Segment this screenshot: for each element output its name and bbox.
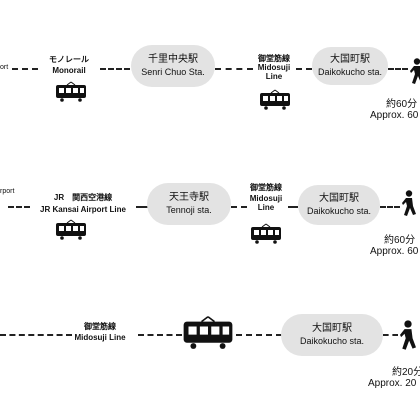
station-name-en: Senri Chuo Sta.	[141, 66, 205, 77]
walk-time-jp: 約60分	[384, 235, 416, 246]
destination-pill: 大国町駅 Daikokucho sta.	[312, 47, 388, 85]
station-name-jp: 天王寺駅	[169, 192, 209, 204]
station-pill: 天王寺駅 Tennoji sta.	[147, 183, 231, 225]
destination-name-en: Daikokucho sta.	[317, 66, 383, 77]
line-label-en: JR Kansai Airport Line	[40, 205, 126, 214]
walking-person-icon	[400, 320, 416, 350]
walk-time-jp: 約20分	[392, 367, 420, 378]
train-icon	[56, 219, 86, 240]
destination-name-en: Daikokucho sta.	[306, 205, 372, 216]
route-line-segment	[215, 68, 253, 70]
train-icon	[183, 316, 233, 349]
route-line-segment	[288, 206, 298, 208]
line-label-jp: JR 関西空港線	[53, 193, 113, 202]
subway-label-jp: 御堂筋線	[250, 183, 282, 192]
route-line-segment	[388, 68, 408, 70]
walking-person-icon	[410, 58, 420, 84]
station-name-jp: 千里中央駅	[148, 54, 198, 66]
route-line-segment	[8, 206, 30, 208]
subway-label-en: Midosuji Line	[249, 194, 283, 213]
walk-time-jp: 約60分	[386, 99, 418, 110]
subway-label-jp: 御堂筋線	[258, 54, 290, 63]
line-label-en: Midosuji Line	[74, 333, 126, 342]
walking-person-icon	[402, 190, 416, 216]
route-line-segment	[100, 68, 130, 70]
station-name-en: Tennoji sta.	[166, 204, 212, 215]
route-line-segment	[12, 68, 38, 70]
subway-label-en: Midosuji Line	[257, 63, 291, 82]
route-line-segment	[136, 206, 148, 208]
destination-name-en: Daikokucho sta.	[299, 335, 365, 346]
route-line-segment	[138, 334, 182, 336]
route-line-segment	[231, 206, 247, 208]
station-pill: 千里中央駅 Senri Chuo Sta.	[131, 45, 215, 87]
left-fragment-text: rport	[0, 188, 15, 195]
destination-name-jp: 大国町駅	[330, 54, 370, 66]
line-label-en: Monorail	[52, 66, 86, 75]
walk-time-en: Approx. 60	[370, 110, 419, 121]
route-line-segment	[380, 206, 400, 208]
train-icon	[56, 81, 86, 102]
train-icon	[251, 223, 281, 244]
route-line-segment	[296, 68, 312, 70]
left-fragment-text: ort	[0, 64, 9, 71]
destination-pill: 大国町駅 Daikokucho sta.	[298, 185, 380, 225]
route-line-segment	[383, 334, 398, 336]
walk-time-en: Approx. 60	[370, 246, 419, 257]
route-line-segment	[236, 334, 282, 336]
walk-time-en: Approx. 20	[368, 378, 417, 389]
train-icon	[260, 89, 290, 110]
destination-name-jp: 大国町駅	[312, 323, 352, 335]
line-label-jp: モノレール	[49, 55, 89, 64]
destination-name-jp: 大国町駅	[319, 193, 359, 205]
destination-pill: 大国町駅 Daikokucho sta.	[281, 314, 383, 356]
route-line-segment	[0, 334, 72, 336]
line-label-jp: 御堂筋線	[84, 322, 116, 331]
